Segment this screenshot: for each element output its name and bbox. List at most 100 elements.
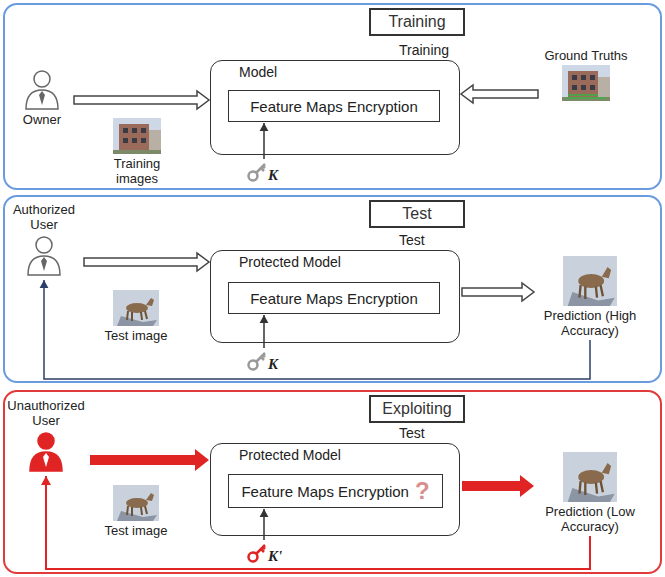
icon-shape (113, 485, 159, 521)
block-arrow (84, 253, 209, 271)
icon-shape (146, 493, 154, 501)
prediction-node: Prediction (High Accuracy) (535, 254, 645, 338)
model-name: Protected Model (239, 447, 341, 463)
arrow-connector (260, 123, 269, 159)
arrow-connector (462, 475, 534, 497)
icon-shape (563, 256, 617, 306)
block-arrow (74, 91, 209, 109)
connector-line (46, 476, 590, 569)
icon-shape (113, 150, 161, 154)
model-box: TestProtected ModelFeature Maps Encrypti… (210, 443, 460, 536)
icon-shape (602, 463, 611, 474)
encryption-box: Feature Maps Encryption? (228, 474, 443, 508)
owner-node: Owner (12, 66, 72, 127)
block-arrow (462, 283, 534, 301)
icon-shape (572, 75, 577, 80)
image-label: Test image (105, 328, 168, 343)
question-mark: ? (415, 477, 430, 505)
icon-shape (590, 75, 595, 80)
icon-shape (579, 481, 602, 495)
icon-shape (123, 128, 128, 133)
image-thumbnail (563, 256, 617, 306)
prediction-label: Prediction (High Accuracy) (535, 308, 645, 338)
stage-label: Test (399, 425, 425, 441)
icon-shape (30, 452, 62, 471)
person-icon (22, 68, 62, 110)
arrow-connector (260, 315, 269, 348)
user-node: Authorized User (6, 202, 82, 278)
arrow-head (260, 315, 269, 323)
ground-truth-label: Ground Truths (544, 48, 627, 63)
image-thumbnail (113, 118, 161, 154)
encryption-label: Feature Maps Encryption (250, 290, 418, 307)
icon-shape (568, 292, 615, 306)
arrow-connector (90, 449, 209, 471)
model-box: TestProtected ModelFeature Maps Encrypti… (210, 250, 460, 343)
icon-shape (579, 285, 602, 299)
icon-shape (572, 85, 577, 90)
icon-shape (141, 128, 146, 133)
user-label: Authorized User (6, 202, 82, 232)
exploit-panel: ExploitingUnauthorized UserTest imageTes… (3, 390, 662, 574)
encryption-label: Feature Maps Encryption (241, 483, 409, 500)
icon-shape (41, 257, 47, 271)
key-icon (247, 162, 267, 182)
key-label: K (268, 167, 278, 184)
image-thumbnail (113, 290, 159, 326)
image-node: Test image (96, 483, 176, 538)
icon-shape (28, 256, 60, 275)
arrow-head (40, 280, 49, 288)
icon-shape (38, 433, 54, 449)
key-label: K' (268, 548, 282, 565)
arrow-connector (84, 253, 209, 271)
ground-truth-node: Ground Truths (540, 48, 632, 103)
arrow-head (260, 509, 269, 517)
arrow-connector (462, 283, 534, 301)
image-thumbnail (113, 485, 159, 521)
icon-shape (598, 77, 610, 99)
block-arrow (462, 475, 534, 497)
icon-shape (141, 138, 146, 143)
icon-shape (581, 85, 586, 90)
icon-shape (132, 138, 137, 143)
icon-shape (256, 353, 265, 362)
stage-label: Training (399, 42, 449, 58)
key-label: K (268, 356, 278, 373)
arrow-head (41, 476, 51, 485)
user-label: Owner (23, 112, 61, 127)
icon-shape (127, 311, 147, 321)
arrow-connector (41, 476, 590, 569)
icon-shape (36, 237, 52, 253)
icon-shape (26, 90, 58, 109)
arrow-connector (40, 280, 590, 379)
icon-shape (119, 124, 149, 152)
arrow-connector (461, 85, 538, 103)
icon-shape (581, 75, 586, 80)
image-label: Training images (92, 156, 182, 186)
encryption-box: Feature Maps Encryption (228, 90, 440, 122)
icon-shape (562, 65, 610, 101)
key-node: K' (247, 541, 287, 565)
image-label: Test image (105, 523, 168, 538)
icon-shape (43, 453, 49, 467)
icon-shape (117, 511, 157, 521)
prediction-node: Prediction (Low Accuracy) (535, 450, 645, 534)
icon-shape (123, 138, 128, 143)
model-name: Model (239, 64, 277, 80)
image-thumbnail (562, 65, 610, 101)
block-arrow (90, 449, 209, 471)
user-node: Unauthorized User (4, 398, 88, 474)
icon-shape (590, 85, 595, 90)
image-node: Test image (96, 288, 176, 343)
icon-shape (39, 91, 45, 105)
person-icon (24, 234, 64, 276)
model-box: TrainingModelFeature Maps Encryption (210, 60, 460, 155)
stage-label: Test (399, 232, 425, 248)
icon-shape (113, 118, 161, 154)
key-icon (247, 543, 267, 563)
icon-shape (146, 298, 154, 306)
training-panel: TrainingOwnerTraining imagesTrainingMode… (3, 3, 662, 190)
prediction-label: Prediction (Low Accuracy) (535, 504, 645, 534)
icon-shape (132, 128, 137, 133)
icon-shape (117, 316, 157, 326)
